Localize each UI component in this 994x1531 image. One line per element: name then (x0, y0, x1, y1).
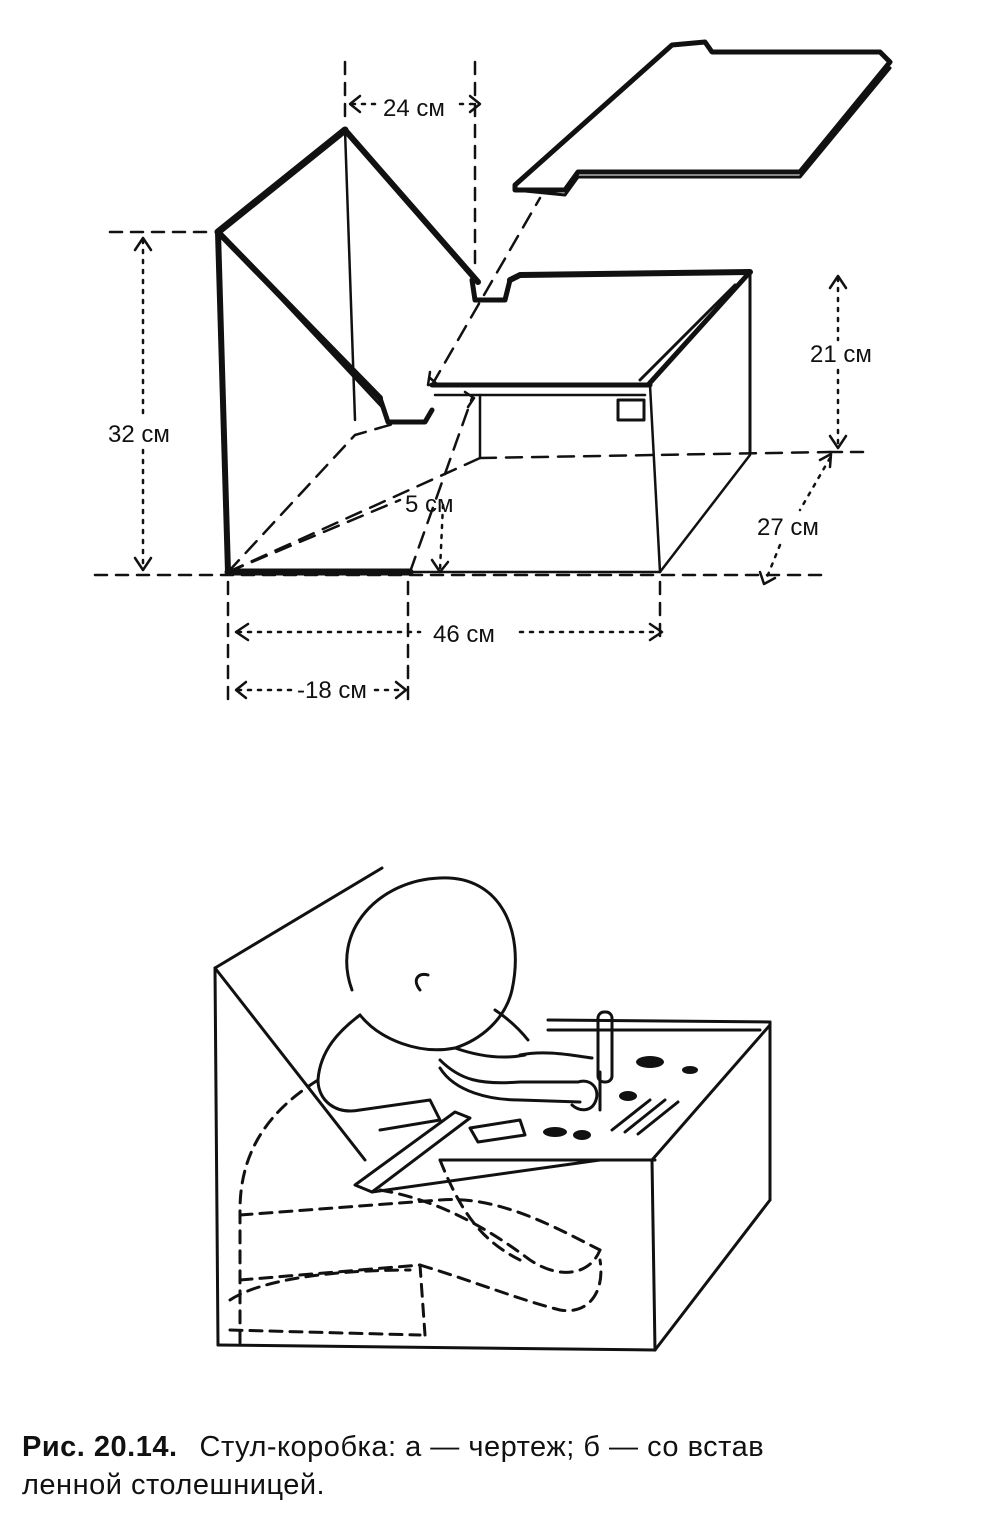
dim-18: -18 см (297, 677, 367, 704)
tabletop-inserted (353, 1010, 680, 1194)
table-marks (543, 1056, 698, 1140)
drawing-a (93, 39, 893, 702)
seat-box (224, 269, 753, 576)
dimension-labels: 24 см 32 см 21 см 5 см 27 см 46 см -18 с… (108, 95, 872, 704)
extension-lines (93, 60, 872, 702)
dim-21: 21 см (810, 341, 872, 368)
dimension-lines (141, 102, 840, 692)
arrowheads (133, 94, 848, 700)
dim-32: 32 см (108, 421, 170, 448)
dim-27: 27 см (757, 514, 819, 541)
hidden-edges (226, 196, 832, 574)
dim-24: 24 см (383, 95, 445, 122)
hidden-legs (228, 1078, 603, 1347)
caption-line-2: ленной столешницей. (22, 1469, 326, 1501)
child-figure (316, 876, 599, 1132)
chair-back (214, 126, 513, 575)
figure-caption: Рис. 20.14. Стул-коробка: а — чертеж; б —… (22, 1428, 962, 1504)
caption-line-1: Рис. 20.14. Стул-коробка: а — чертеж; б —… (22, 1428, 962, 1466)
dim-5: 5 см (405, 491, 454, 518)
drawing-b (213, 866, 772, 1352)
chair-outline (213, 866, 772, 1352)
tabletop-part (512, 39, 893, 197)
caption-text-1: Стул-коробка: а — чертеж; б — со встав (199, 1431, 765, 1463)
dim-46: 46 см (433, 621, 495, 648)
caption-label: Рис. 20.14. (22, 1431, 178, 1463)
